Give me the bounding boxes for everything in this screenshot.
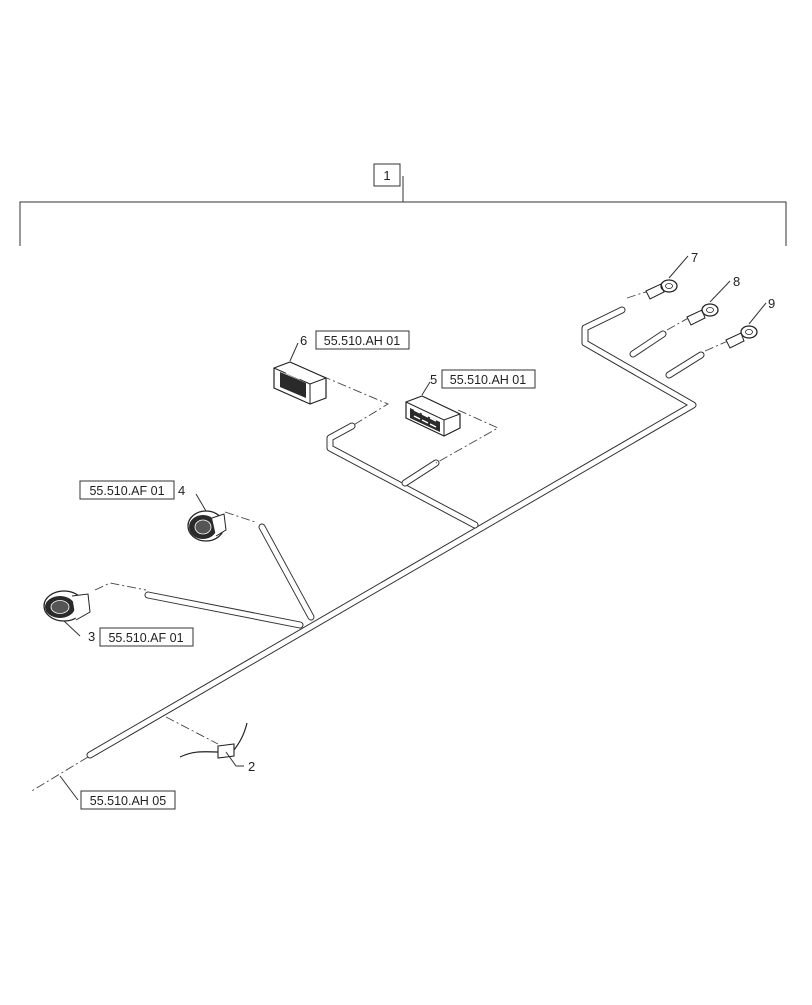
wire-lead-2 [179, 722, 248, 759]
callout-5-label: 5 [430, 372, 437, 387]
ring-terminal-9 [725, 325, 758, 349]
ref-box-part5 [441, 369, 536, 389]
ref-label-part5: 55.510.AH 01 [450, 373, 526, 387]
callout-6-label: 6 [300, 333, 307, 348]
callout-3: 3 55.510.AF 01 [63, 620, 194, 647]
ref-label-harness-end: 55.510.AH 05 [90, 794, 166, 808]
ref-box-part4 [79, 480, 175, 500]
callout-6: 6 55.510.AH 01 [289, 330, 410, 362]
callout-9-label: 9 [768, 296, 775, 311]
callout-8: 8 [709, 274, 740, 303]
ring-terminal-7 [645, 279, 678, 300]
callout-5: 5 55.510.AH 01 [421, 369, 536, 396]
ref-box-harness-end [80, 790, 176, 810]
callout-9: 9 [748, 296, 775, 325]
assembly-bracket: 1 [19, 163, 787, 246]
connector-3 [43, 590, 91, 622]
ref-label-part3: 55.510.AF 01 [108, 631, 183, 645]
connector-5 [405, 395, 461, 437]
connector-6 [273, 361, 327, 405]
callout-4-label: 4 [178, 483, 185, 498]
callout-2-label: 2 [248, 759, 255, 774]
callout-4: 4 55.510.AF 01 [79, 480, 207, 512]
callout-8-label: 8 [733, 274, 740, 289]
callout-3-label: 3 [88, 629, 95, 644]
ref-box-part6 [315, 330, 410, 350]
callout-2: 2 [225, 751, 255, 774]
ring-terminal-8 [686, 303, 719, 326]
callout-harness-end: 55.510.AH 05 [59, 775, 176, 810]
callout-7: 7 [668, 250, 698, 279]
wire-harness [86, 306, 705, 759]
assembly-callout-box [373, 163, 401, 187]
connector-4 [187, 510, 227, 542]
assembly-callout-label: 1 [383, 168, 390, 183]
ref-label-part6: 55.510.AH 01 [324, 334, 400, 348]
ref-box-part3 [99, 627, 194, 647]
callout-7-label: 7 [691, 250, 698, 265]
ref-label-part4: 55.510.AF 01 [89, 484, 164, 498]
